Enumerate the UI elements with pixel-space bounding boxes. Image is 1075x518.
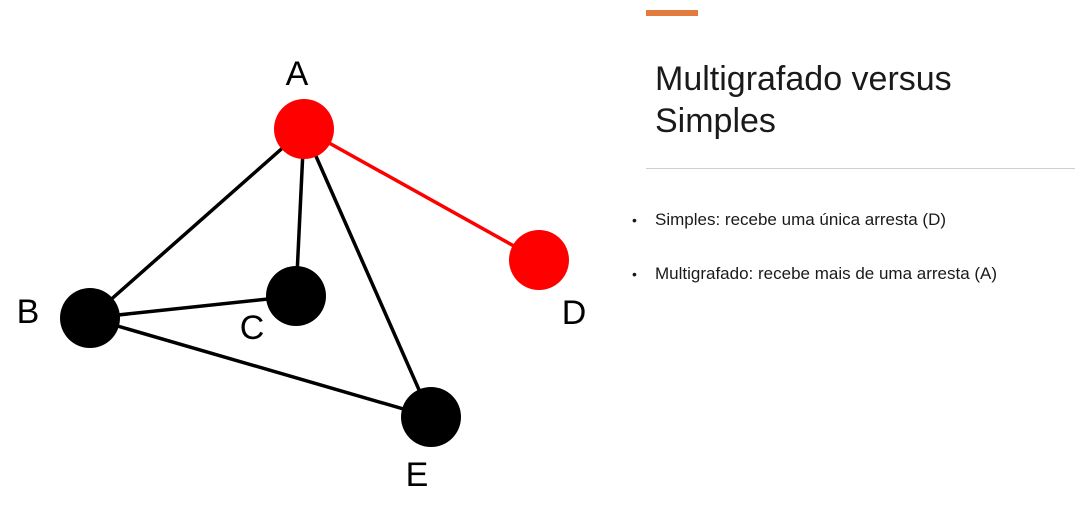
node-c [266,266,326,326]
bullet-item-multigrafado: • Multigrafado: recebe mais de uma arres… [628,262,1073,286]
bullet-dot-icon: • [632,212,637,228]
node-label-c: C [240,309,265,347]
labels-layer: A B C D E [17,55,587,494]
node-e [401,387,461,447]
edge-b-e [89,316,432,419]
node-a [274,99,334,159]
title-divider [646,168,1075,169]
node-label-e: E [406,456,429,494]
node-label-b: B [17,293,40,331]
bullet-text: Simples: recebe uma única arresta (D) [655,210,947,229]
edge-a-e [302,128,433,418]
slide-title-line-2: Simples [655,102,776,140]
node-label-a: A [286,55,309,93]
edge-a-d [303,127,540,262]
node-label-d: D [562,294,587,332]
edge-a-b [88,127,306,320]
bullet-list: • Simples: recebe uma única arresta (D) … [628,208,1073,316]
slide-title: Multigrafado versus Simples [655,58,1055,142]
bullet-item-simples: • Simples: recebe uma única arresta (D) [628,208,1073,232]
bullet-text: Multigrafado: recebe mais de uma arresta… [655,264,998,283]
node-b [60,288,120,348]
edge-b-c [89,294,297,320]
bullet-dot-icon: • [632,266,637,282]
node-d [509,230,569,290]
nodes-layer [60,99,569,447]
accent-bar [646,10,698,16]
slide-title-line-1: Multigrafado versus [655,60,952,98]
